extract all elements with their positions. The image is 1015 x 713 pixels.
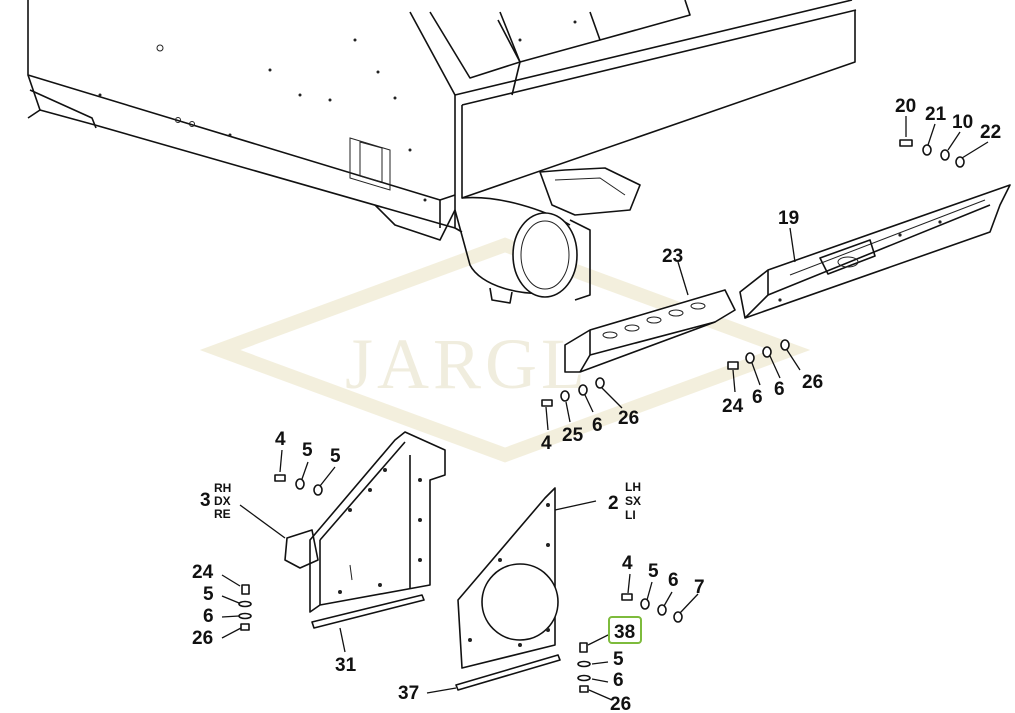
callout-3[interactable]: 3 (200, 490, 211, 511)
part-23-bracket (564, 289, 736, 373)
callout-6[interactable]: 6 (613, 670, 624, 691)
side-label-re: RE (214, 507, 231, 521)
side-label-rh: RH (214, 481, 231, 495)
side-label-li: LI (625, 508, 636, 522)
callout-5[interactable]: 5 (613, 649, 624, 670)
side-label-sx: SX (625, 494, 641, 508)
callout-22[interactable]: 22 (980, 122, 1001, 143)
callout-4[interactable]: 4 (541, 433, 552, 454)
callout-6[interactable]: 6 (774, 379, 785, 400)
callout-26[interactable]: 26 (192, 628, 213, 649)
callout-6[interactable]: 6 (203, 606, 214, 627)
callout-24[interactable]: 24 (722, 396, 744, 417)
callout-26[interactable]: 26 (610, 694, 631, 713)
callout-2[interactable]: 2 (608, 493, 619, 514)
side-label-lh: LH (625, 480, 641, 494)
callout-31[interactable]: 31 (335, 655, 357, 676)
hardware-plate-3 (274, 474, 323, 496)
hardware-bottom-stack (577, 642, 591, 693)
part-3-side-plate (284, 431, 446, 613)
callout-5[interactable]: 5 (203, 584, 214, 605)
strip-37 (455, 654, 561, 691)
hardware-left-stack (238, 584, 252, 631)
callout-6[interactable]: 6 (668, 570, 679, 591)
callout-38[interactable]: 38 (614, 622, 635, 643)
part-19-rail (739, 184, 1011, 319)
callout-24[interactable]: 24 (192, 562, 214, 583)
strip-31 (311, 594, 425, 629)
callout-25[interactable]: 25 (562, 425, 584, 446)
callout-7[interactable]: 7 (694, 577, 705, 598)
selected-callout-highlight (608, 616, 642, 644)
callout-6[interactable]: 6 (592, 415, 603, 436)
callout-4[interactable]: 4 (275, 429, 286, 450)
callout-23[interactable]: 23 (662, 246, 683, 267)
callout-26[interactable]: 26 (618, 408, 639, 429)
hardware-top-right (899, 139, 965, 168)
part-2-side-plate (457, 487, 559, 669)
hardware-bracket-23 (541, 377, 605, 407)
callout-20[interactable]: 20 (895, 96, 916, 117)
hardware-rail-right (727, 339, 790, 370)
leader-lines (221, 116, 989, 701)
side-label-dx: DX (214, 494, 231, 508)
callout-10[interactable]: 10 (952, 112, 973, 133)
watermark: JARGL (199, 237, 811, 463)
callout-labels: 20 21 10 22 19 23 24 6 6 26 4 25 6 26 4 … (192, 96, 1001, 713)
callout-19[interactable]: 19 (778, 208, 799, 229)
callout-26[interactable]: 26 (802, 372, 823, 393)
callout-5[interactable]: 5 (648, 561, 659, 582)
callout-37[interactable]: 37 (398, 683, 419, 704)
hopper-body (27, 0, 857, 233)
watermark-text: JARGL (345, 324, 589, 404)
callout-6[interactable]: 6 (752, 387, 763, 408)
fan-housing (374, 167, 641, 304)
callout-21[interactable]: 21 (925, 104, 947, 125)
hardware-plate-2 (621, 593, 683, 623)
callout-5[interactable]: 5 (302, 440, 313, 461)
callout-5[interactable]: 5 (330, 446, 341, 467)
callout-4[interactable]: 4 (622, 553, 633, 574)
